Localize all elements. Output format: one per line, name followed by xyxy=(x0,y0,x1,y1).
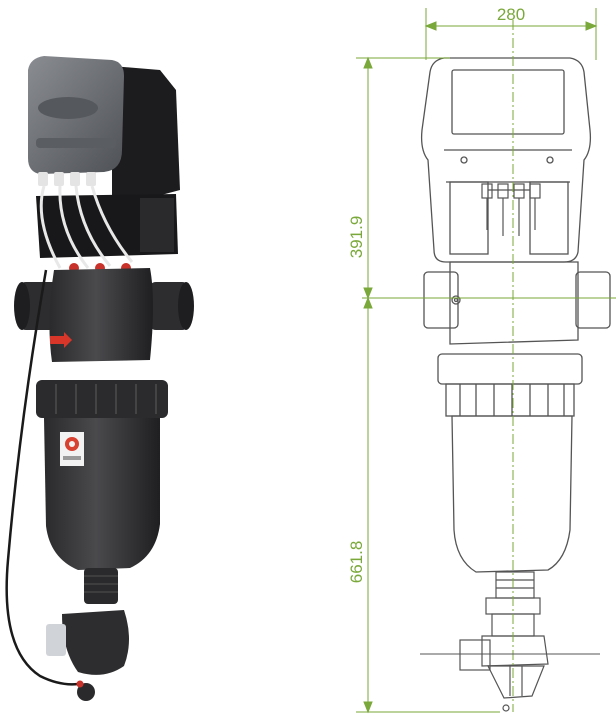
clamp-ring-outline xyxy=(437,353,583,417)
drain-pipe-stub xyxy=(46,624,66,656)
controller-cover-seam xyxy=(36,138,116,148)
filter-head-outline xyxy=(423,261,611,345)
height-dimension xyxy=(356,56,500,714)
drain-valve xyxy=(62,610,129,675)
drain-cap xyxy=(77,683,95,701)
technical-drawing: 280 391.9 661.8 xyxy=(347,5,616,714)
width-dimension xyxy=(424,8,598,60)
flow-arrow-label xyxy=(50,332,72,348)
control-tubes xyxy=(39,185,134,269)
lower-height-label: 661.8 xyxy=(347,541,366,584)
brand-logo-plate xyxy=(38,97,98,119)
controller-outline xyxy=(420,57,592,263)
filter-bowl-outline xyxy=(451,415,573,573)
bowl-neck xyxy=(84,568,118,604)
hydraulic-tube xyxy=(5,269,79,686)
product-photo xyxy=(5,56,194,701)
drain-valve-outline xyxy=(459,571,549,712)
bracket-plate xyxy=(140,198,174,252)
tube-fittings xyxy=(481,183,541,236)
upper-height-label: 391.9 xyxy=(347,216,366,259)
cable-glands xyxy=(38,172,96,186)
width-dimension-label: 280 xyxy=(497,5,525,24)
filter-head xyxy=(49,268,153,362)
controller-back-housing xyxy=(112,66,180,198)
